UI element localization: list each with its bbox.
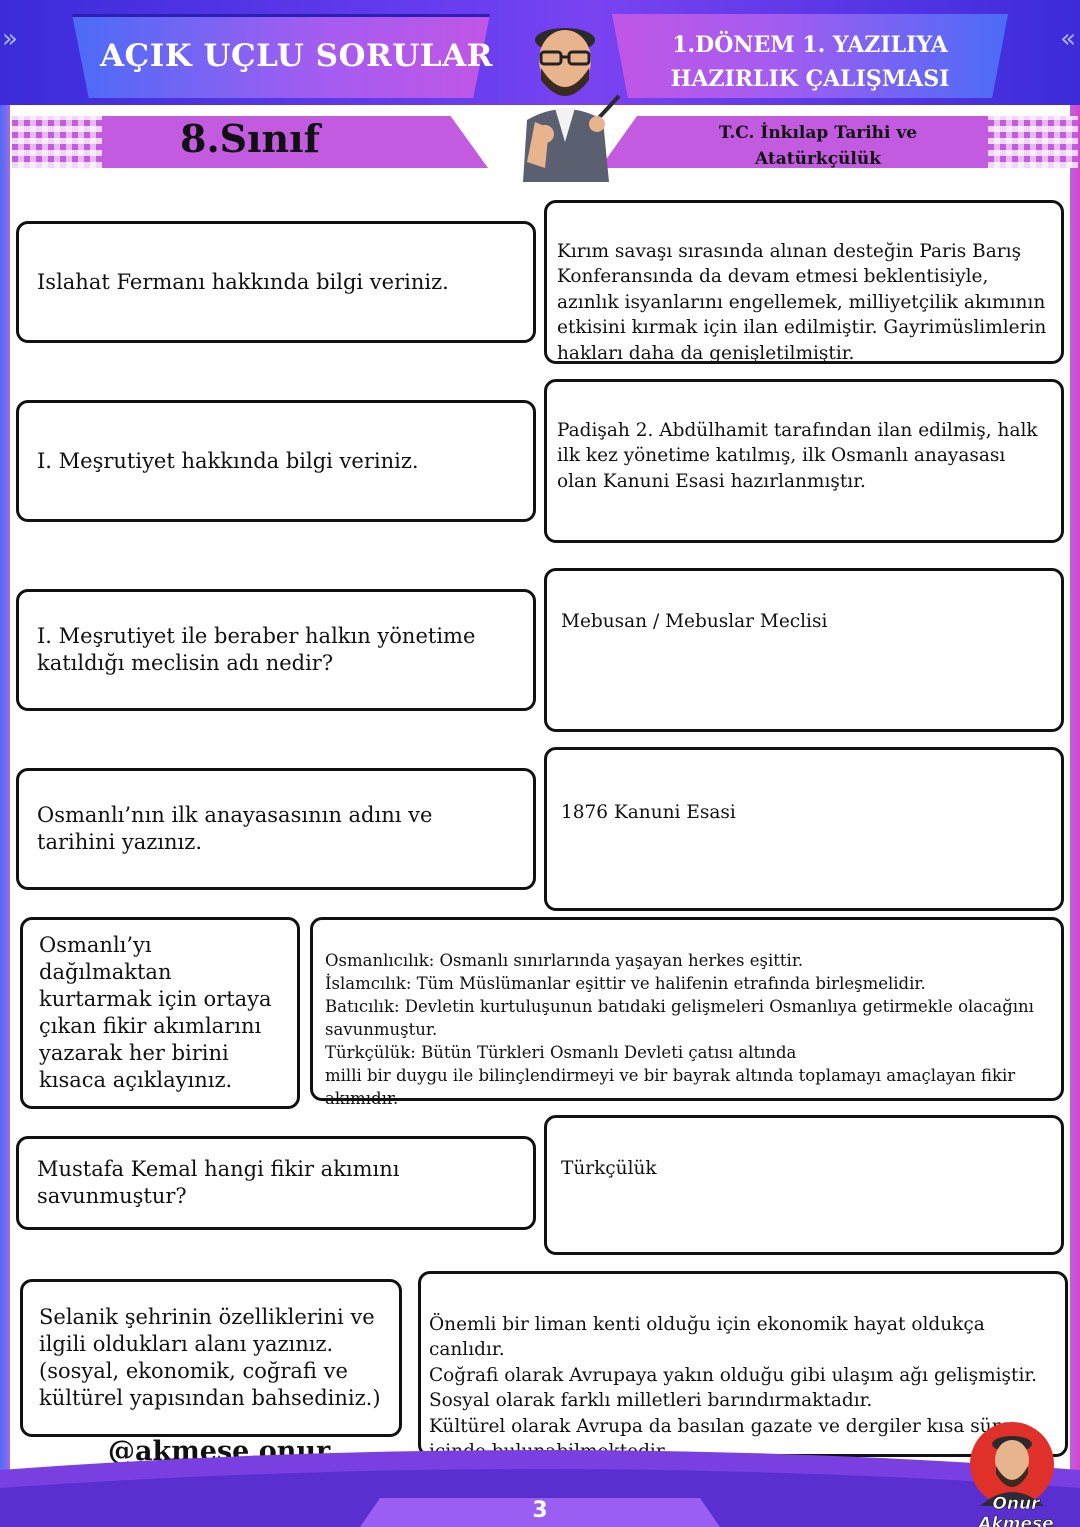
answer-text: Kırım savaşı sırasında alınan desteğin P… [557, 240, 1047, 364]
answer-card: 1876 Kanuni Esasi [544, 747, 1064, 911]
question-card: Mustafa Kemal hangi fikir akımını savunm… [16, 1136, 536, 1230]
page-title: AÇIK UÇLU SORULAR [100, 38, 493, 74]
question-card: Selanik şehrinin özelliklerini ve ilgili… [20, 1279, 402, 1437]
footer-wave [0, 1450, 1080, 1527]
question-card: Islahat Fermanı hakkında bilgi veriniz. [16, 221, 536, 343]
question-card: Osmanlı’yı dağılmaktan kurtarmak için or… [20, 917, 300, 1109]
question-card: I. Meşrutiyet hakkında bilgi veriniz. [16, 400, 536, 522]
decorative-pattern-right [988, 116, 1078, 168]
grade-label: 8.Sınıf [180, 116, 320, 161]
header-left-panel [72, 14, 490, 98]
answer-card: Padişah 2. Abdülhamit tarafından ilan ed… [544, 379, 1064, 543]
header-right-panel [612, 14, 1008, 98]
question-text: Osmanlı’nın ilk anayasasının adını ve ta… [37, 803, 433, 854]
question-card: I. Meşrutiyet ile beraber halkın yönetim… [16, 589, 536, 711]
subject-label: T.C. İnkılap Tarihi ve Atatürkçülük [718, 123, 918, 169]
author-logo-text: Onur Akmeşe [978, 1494, 1054, 1527]
answer-card: Türkçülük [544, 1115, 1064, 1255]
subject-tag [600, 116, 1062, 168]
decorative-pattern-left [12, 116, 102, 168]
header-subtitle: 1.DÖNEM 1. YAZILIYA HAZIRLIK ÇALIŞMASI [640, 28, 980, 96]
question-text: I. Meşrutiyet ile beraber halkın yönetim… [37, 624, 476, 675]
question-text: Selanik şehrinin özelliklerini ve ilgili… [39, 1305, 381, 1410]
answer-text: Türkçülük [561, 1157, 657, 1179]
answer-text: Önemli bir liman kenti olduğu için ekono… [429, 1313, 1038, 1463]
question-text: Osmanlı’yı dağılmaktan kurtarmak için or… [39, 933, 272, 1092]
double-chevron-right-icon: » [2, 24, 18, 54]
double-chevron-left-icon: « [1060, 24, 1076, 54]
question-text: I. Meşrutiyet hakkında bilgi veriniz. [37, 448, 419, 473]
answer-text: Osmanlıcılık: Osmanlı sınırlarında yaşay… [325, 951, 1034, 1108]
teacher-avatar-icon [523, 28, 621, 182]
answer-card: Mebusan / Mebuslar Meclisi [544, 568, 1064, 732]
header-subtitle-line1: 1.DÖNEM 1. YAZILIYA [672, 32, 948, 58]
question-card: Osmanlı’nın ilk anayasasının adını ve ta… [16, 768, 536, 890]
header-subtitle-line2: HAZIRLIK ÇALIŞMASI [670, 66, 950, 92]
answer-text: Mebusan / Mebuslar Meclisi [561, 610, 828, 632]
author-logo-icon [970, 1422, 1054, 1506]
page-number: 3 [532, 1498, 548, 1523]
question-text: Mustafa Kemal hangi fikir akımını savunm… [37, 1157, 400, 1208]
answer-card: Osmanlıcılık: Osmanlı sınırlarında yaşay… [310, 917, 1064, 1108]
answer-card: Kırım savaşı sırasında alınan desteğin P… [544, 200, 1064, 364]
question-text: Islahat Fermanı hakkında bilgi veriniz. [37, 269, 449, 294]
answer-text: 1876 Kanuni Esasi [561, 801, 736, 823]
answer-text: Padişah 2. Abdülhamit tarafından ilan ed… [557, 419, 1038, 492]
